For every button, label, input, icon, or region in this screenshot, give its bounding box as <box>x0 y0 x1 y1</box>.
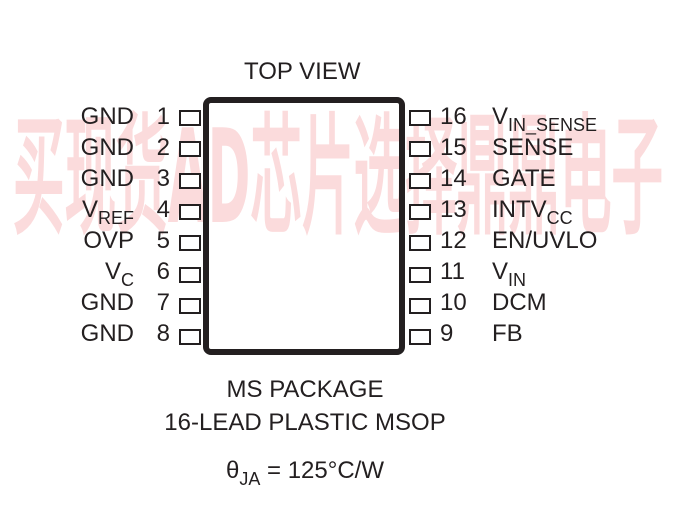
theta-symbol: θ <box>225 457 240 484</box>
pin-number-16: 16 <box>440 103 467 130</box>
theta-subscript: JA <box>239 469 261 489</box>
pin-pad-16 <box>409 110 431 126</box>
pin-name-subscript: IN <box>508 270 527 290</box>
pin-pad-5 <box>179 235 201 252</box>
pin-pad-12 <box>409 235 431 252</box>
pin-pad-6 <box>179 266 201 283</box>
pin-name-main: GND <box>80 320 134 347</box>
package-description: 16-LEAD PLASTIC MSOP <box>164 409 446 436</box>
pin-number-12: 12 <box>440 227 467 254</box>
pin-number-9: 9 <box>440 320 454 347</box>
pin-number-10: 10 <box>440 289 467 316</box>
pin-name-6: VC <box>40 258 134 290</box>
pin-name-main: DCM <box>492 289 547 316</box>
pin-number-13: 13 <box>440 196 467 223</box>
pin-name-subscript: REF <box>98 208 134 228</box>
pin-name-10: DCM <box>492 291 547 315</box>
pin-name-main: SENSE <box>492 134 574 161</box>
pin-name-3: GND <box>40 167 134 191</box>
pin-number-3: 3 <box>156 165 170 192</box>
pin-name-main: GND <box>80 103 134 130</box>
pin-name-subscript: IN_SENSE <box>508 115 598 135</box>
pin-name-2: GND <box>40 136 134 160</box>
pin-name-main: FB <box>492 320 523 347</box>
pin-name-main: V <box>492 103 509 130</box>
pin-pad-14 <box>409 172 431 189</box>
watermark-text: 买现货AD芯片选择鼎鼎电子 <box>13 101 663 253</box>
top-view-label: TOP VIEW <box>244 58 361 85</box>
pin-pad-13 <box>409 203 431 220</box>
pin-pad-8 <box>179 329 201 346</box>
pin-number-1: 1 <box>156 103 170 130</box>
pin-pad-1 <box>179 110 201 126</box>
pin-number-8: 8 <box>156 320 170 347</box>
pin-name-main: OVP <box>83 227 134 254</box>
package-name: MS PACKAGE <box>226 376 384 403</box>
pin-number-5: 5 <box>156 227 170 254</box>
pin-name-main: V <box>492 258 509 285</box>
pin-name-main: GATE <box>492 165 556 192</box>
pin-name-8: GND <box>40 322 134 346</box>
pin-name-5: OVP <box>40 229 134 253</box>
pin-name-subscript: CC <box>546 208 573 228</box>
pin-name-main: GND <box>80 134 134 161</box>
pin-name-main: GND <box>80 289 134 316</box>
pin-pad-10 <box>409 297 431 314</box>
pin-name-main: EN/UVLO <box>492 227 598 254</box>
pin-name-subscript: C <box>121 270 134 290</box>
pin-name-7: GND <box>40 291 134 315</box>
pin-number-4: 4 <box>156 196 170 223</box>
pin-pad-2 <box>179 141 201 158</box>
chip-body <box>203 97 405 355</box>
pin-number-14: 14 <box>440 165 467 192</box>
pin-number-2: 2 <box>156 134 170 161</box>
pin-name-4: VREF <box>40 196 134 228</box>
pin-name-11: VIN <box>492 258 527 290</box>
pin-name-main: V <box>104 258 121 285</box>
pin-number-6: 6 <box>156 258 170 285</box>
pin-pad-15 <box>409 141 431 158</box>
pin-pad-9 <box>409 329 431 346</box>
pin-pad-11 <box>409 266 431 283</box>
pin-name-12: EN/UVLO <box>492 229 597 253</box>
pin-name-main: INTV <box>492 196 547 223</box>
pin-name-main: GND <box>80 165 134 192</box>
pin-number-15: 15 <box>440 134 467 161</box>
pin-name-16: VIN_SENSE <box>492 103 598 135</box>
theta-value: = 125°C/W <box>260 457 385 484</box>
pin-name-13: INTVCC <box>492 196 573 228</box>
thermal-resistance: θJA = 125°C/W <box>0 457 610 489</box>
pin-pad-3 <box>179 172 201 189</box>
pin-pad-7 <box>179 297 201 314</box>
pin-name-1: GND <box>40 105 134 129</box>
pin-name-14: GATE <box>492 167 556 191</box>
pin-name-main: V <box>81 196 98 223</box>
pin-number-7: 7 <box>156 289 170 316</box>
pin-pad-4 <box>179 203 201 220</box>
pin-name-15: SENSE <box>492 136 573 160</box>
pin-number-11: 11 <box>440 258 465 285</box>
pin-name-9: FB <box>492 322 523 346</box>
